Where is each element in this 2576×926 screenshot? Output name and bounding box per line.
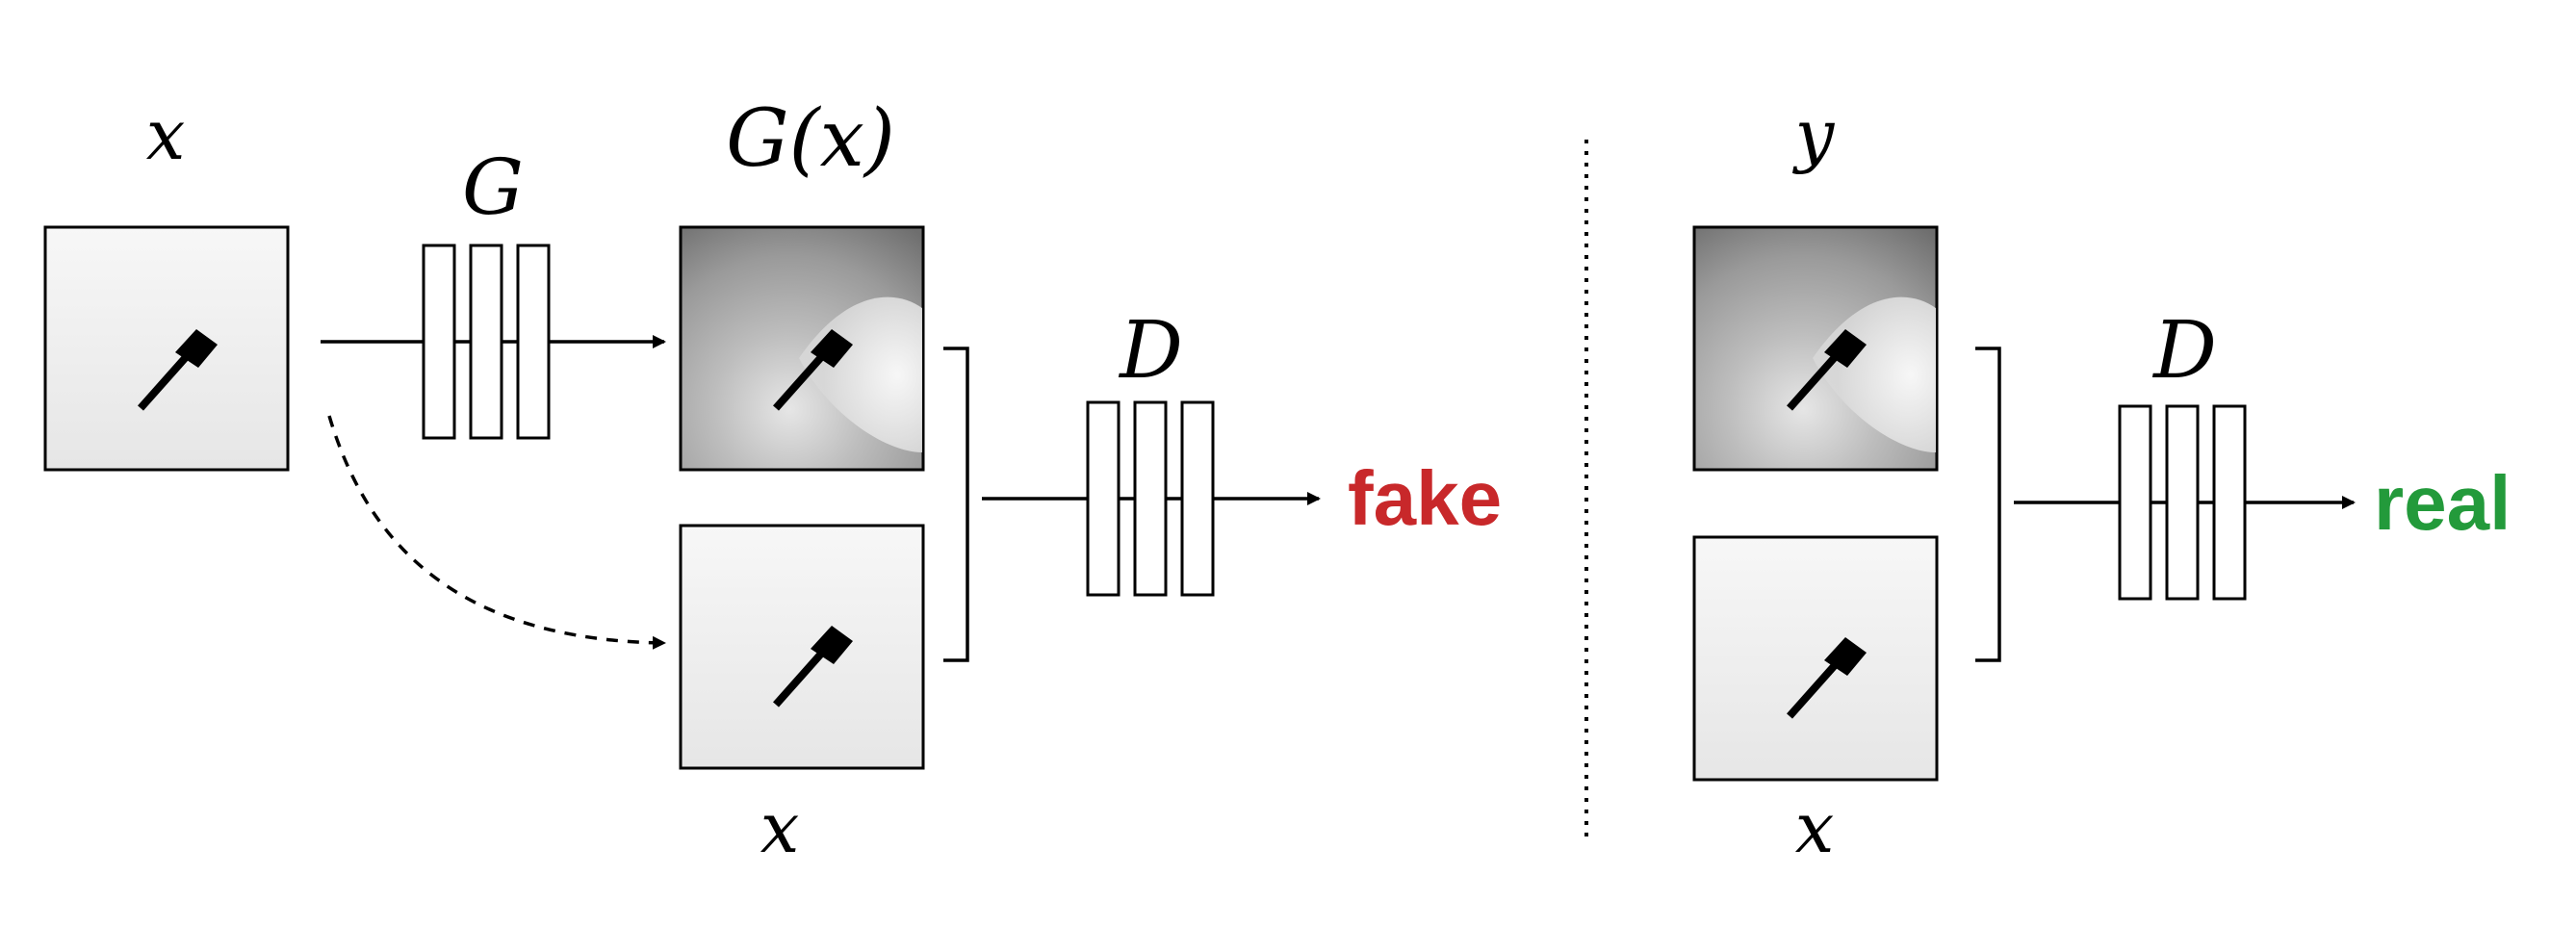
- target-label: y: [1792, 94, 1836, 175]
- generated-image: [679, 225, 925, 472]
- real-label: real: [2374, 460, 2511, 546]
- input-x-label: x: [146, 94, 186, 175]
- generator-network-block: [422, 244, 551, 440]
- concat-bracket-right: [1975, 347, 2001, 662]
- real-paired-input-label: x: [1795, 787, 1835, 868]
- concat-bracket-left: [943, 347, 969, 662]
- input-image-x: [43, 225, 290, 472]
- real-paired-input-image: [1692, 535, 1939, 782]
- paired-input-label: x: [760, 787, 800, 868]
- generator-label: G: [462, 142, 524, 232]
- generated-label: G(x): [726, 93, 895, 185]
- discriminator-network-block-left: [1086, 400, 1215, 597]
- target-image: [1692, 225, 1939, 472]
- skip-connection-arrow: [327, 415, 666, 650]
- discriminator-label-right: D: [2151, 305, 2217, 397]
- discriminator-network-block-right: [2118, 404, 2247, 601]
- paired-input-image: [679, 524, 925, 770]
- discriminator-label-left: D: [1118, 305, 1183, 397]
- fake-label: fake: [1348, 455, 1502, 541]
